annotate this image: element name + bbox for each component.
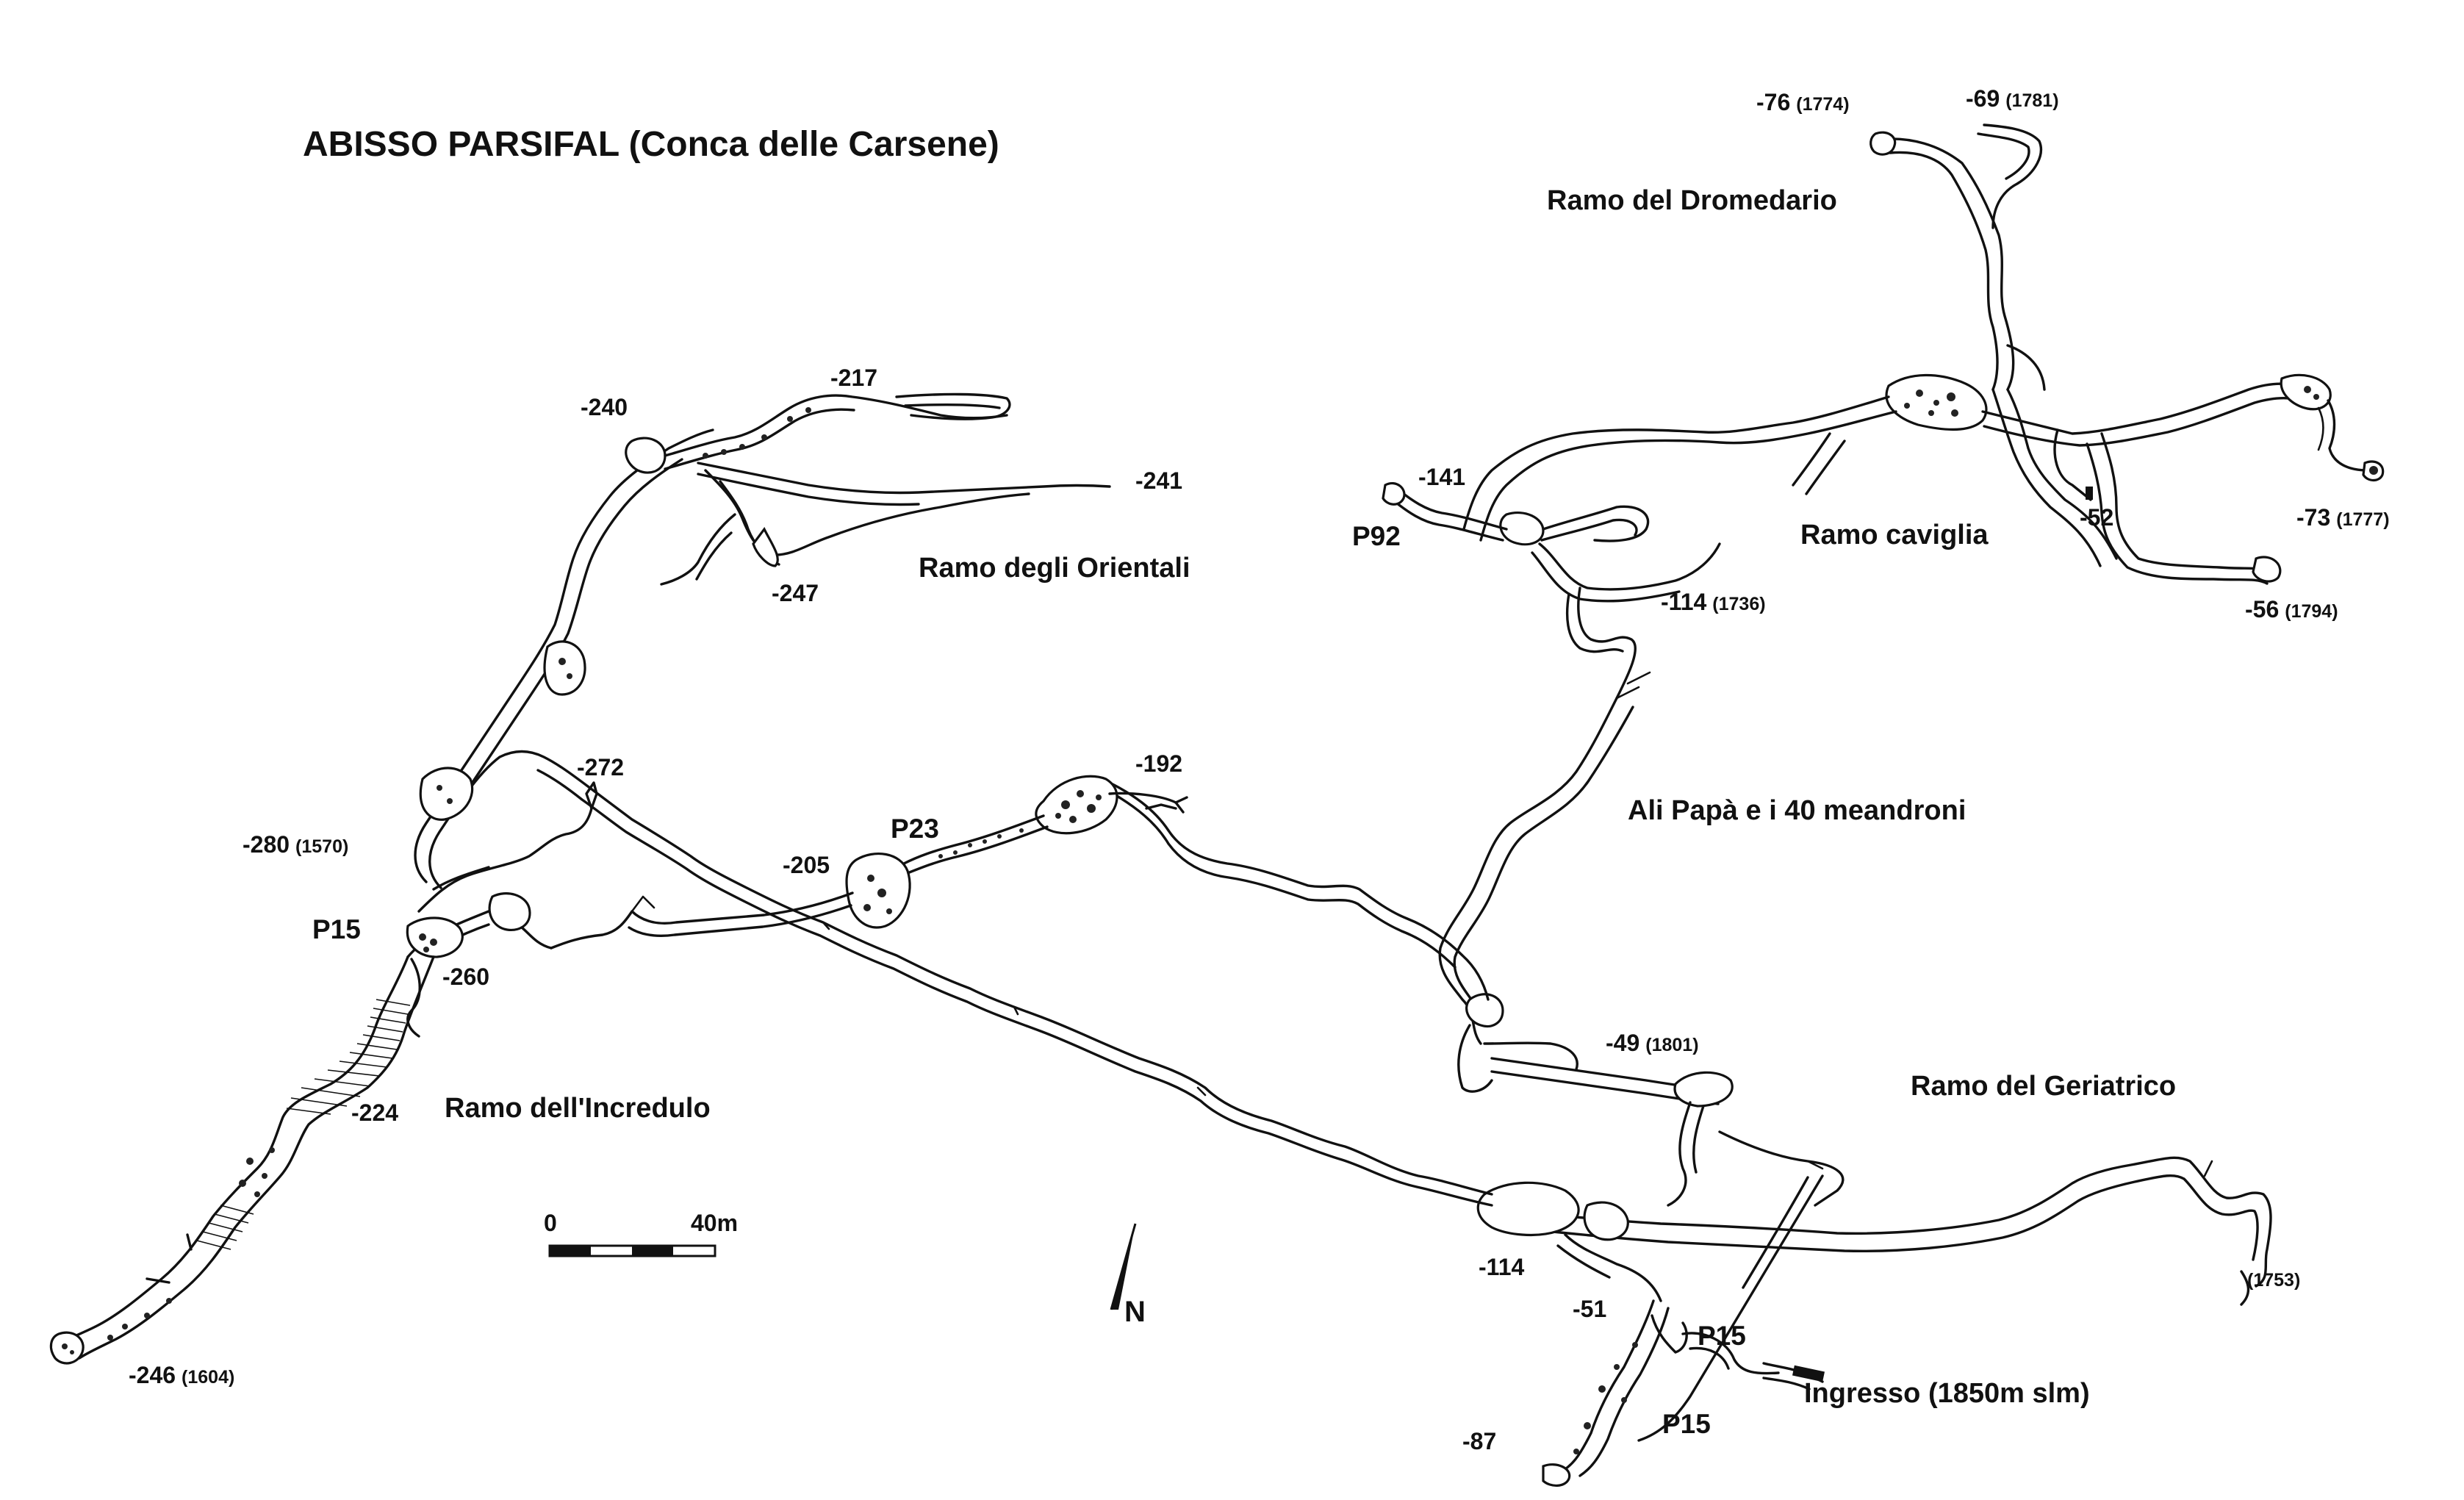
passage-orientali [414,392,1111,889]
passage-ingresso [1476,1174,1825,1487]
passage-dromedario [1869,123,2118,567]
depth-label: -280(1570) [243,831,348,858]
branch-label-ali-papa: Ali Papà e i 40 meandroni [1628,795,1966,826]
depth-label: -272 [577,754,624,780]
junction-caviglia [1462,373,1988,542]
pit-label-p23: P23 [891,814,939,844]
depth-label: -87 [1462,1428,1496,1454]
pit-label-p92: P92 [1352,521,1401,551]
depth-label: -69(1781) [1966,85,2059,112]
scale-bar: 0 40m [544,1210,738,1257]
depth-label: -76(1774) [1756,89,1850,115]
map-title: ABISSO PARSIFAL (Conca delle Carsene) [303,125,999,164]
depth-label: -56(1794) [2245,596,2338,622]
depth-label: -247 [772,580,819,606]
depth-label: -260 [442,963,489,990]
branch-label-geriatrico: Ramo del Geriatrico [1911,1071,2176,1102]
branch-label-caviglia: Ramo caviglia [1800,520,1989,550]
passage-caviglia-east [1981,373,2385,585]
depth-label: -217 [830,365,877,391]
depth-label: -114 [1479,1254,1524,1280]
north-label: N [1124,1296,1146,1328]
depth-label: -246(1604) [129,1362,234,1388]
depth-label: (1753) [2247,1270,2300,1291]
branch-label-orientali: Ramo degli Orientali [919,553,1190,584]
passage-260 [406,781,598,958]
depth-label: -114(1736) [1661,589,1766,615]
passage-geriatrico [1490,1130,2272,1306]
depth-label: -224 [351,1099,398,1126]
branch-label-dromedario: Ramo del Dromedario [1547,185,1837,216]
depth-label: -240 [581,394,628,420]
depth-label: -141 [1418,464,1465,490]
passage-incredulo [49,955,435,1365]
depth-label: -51 [1573,1296,1606,1322]
hatching-incredulo [196,999,411,1250]
depth-label: -73(1777) [2296,504,2390,531]
scale-length-label: 40m [691,1210,738,1236]
depth-label: -192 [1135,750,1182,777]
depth-label: -205 [783,852,830,878]
pit-label-p15-west: P15 [312,914,361,944]
passage-p23 [550,775,1188,950]
depth-label: -241 [1135,467,1182,494]
branch-label-ingresso: Ingresso (1850m slm) [1804,1378,2090,1409]
depth-label: -49(1801) [1606,1030,1699,1056]
scale-zero-label: 0 [544,1210,557,1236]
passage-ali-papa [1438,671,1651,1045]
pit-label-p15-entrance-upper: P15 [1698,1321,1746,1351]
junction-geriatrico [1457,993,1734,1207]
depth-label: -52 [2080,504,2113,531]
pit-label-p15-entrance-lower: P15 [1662,1409,1711,1439]
passage-192-meander [1108,781,1490,1001]
passage-central-meander [454,750,1493,1207]
north-arrow-icon: N [1110,1223,1146,1328]
branch-label-incredulo: Ramo dell'Incredulo [445,1093,711,1124]
passage-p92 [1382,482,1721,700]
